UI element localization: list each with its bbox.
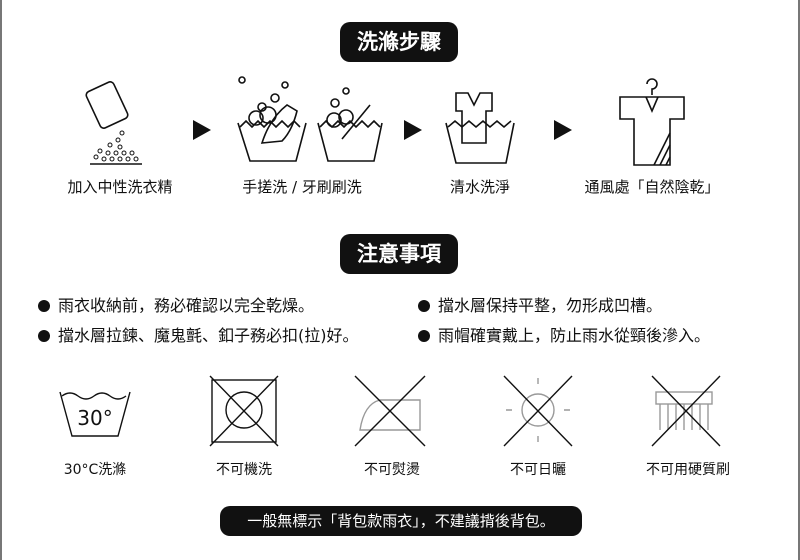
no-machine-wash-icon (209, 375, 279, 447)
wash-steps-icons (85, 76, 685, 166)
bullet-icon (418, 300, 430, 312)
footer-note: 一般無標示「背包款雨衣」，不建議揹後背包。 (220, 506, 582, 536)
care-label: 30°C洗滌 (63, 462, 127, 478)
bullet-icon (418, 330, 430, 342)
step-label: 清水洗淨 (449, 178, 511, 196)
wash-steps-title: 洗滌步驟 (340, 22, 458, 62)
bullet-icon (38, 300, 50, 312)
arrow-icon (404, 120, 422, 140)
care-label: 不可日曬 (510, 462, 566, 478)
hand-wash-icon (237, 76, 307, 162)
detergent-icon (85, 81, 142, 165)
brush-wash-icon (317, 87, 383, 162)
step-label: 手搓洗 / 牙刷刷洗 (242, 178, 362, 196)
note-item: 擋水層拉鍊、魔鬼氈、釦子務必扣(拉)好。 (38, 322, 359, 346)
wash-30-icon (59, 391, 131, 437)
care-label: 不可用硬質刷 (646, 462, 730, 478)
temperature-label: 30° (77, 406, 113, 430)
note-item: 雨衣收納前，務必確認以完全乾燥。 (38, 292, 314, 316)
arrow-icon (554, 120, 572, 140)
drip-dry-icon (619, 78, 685, 166)
step-label: 加入中性洗衣精 (67, 178, 173, 196)
no-iron-icon (354, 375, 426, 447)
step-label: 通風處「自然陰乾」 (584, 178, 720, 196)
note-item: 雨帽確實戴上，防止雨水從頸後滲入。 (418, 322, 710, 346)
care-label: 不可機洗 (216, 462, 272, 478)
notes-title: 注意事項 (340, 234, 458, 274)
no-hard-brush-icon (651, 375, 721, 447)
care-label: 不可熨燙 (364, 462, 420, 478)
arrow-icon (193, 120, 211, 140)
rinse-icon (445, 92, 515, 164)
care-icons (59, 375, 721, 447)
note-item: 擋水層保持平整，勿形成凹槽。 (418, 292, 662, 316)
no-sun-icon (503, 375, 573, 447)
bullet-icon (38, 330, 50, 342)
